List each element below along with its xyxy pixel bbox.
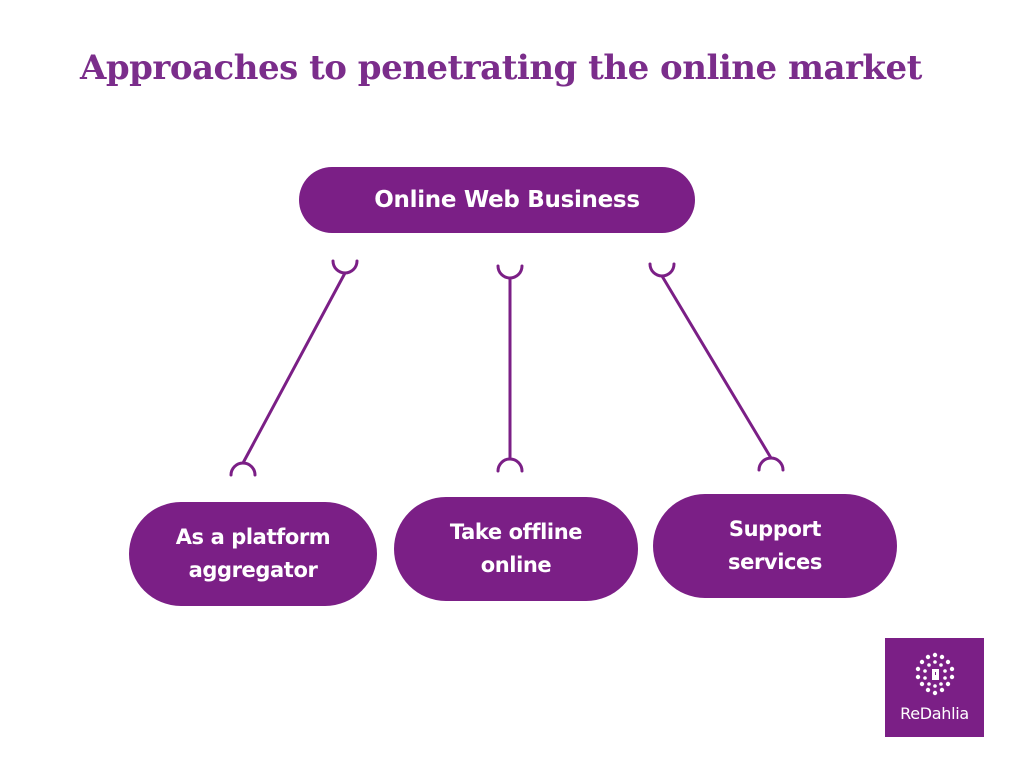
child-node-label-line: aggregator [188,558,318,582]
root-node-online-web-business: Online Web Business [299,167,695,233]
child-node-support-services: Support services [653,494,897,598]
child-node-label: Take offline online [449,516,583,582]
root-node-label: Online Web Business [374,187,640,213]
connector-right [648,262,785,472]
child-node-platform-aggregator: As a platform aggregator [129,502,377,606]
child-node-take-offline-online: Take offline online [394,497,638,601]
connector-left [229,259,359,477]
child-node-label: Support services [728,513,822,579]
child-node-label: As a platform aggregator [176,521,331,587]
child-node-label-line: Take offline [449,520,583,544]
logo-text: ReDahlia [900,704,969,723]
child-node-label-line: Support [728,517,822,541]
page-title: Approaches to penetrating the online mar… [80,48,922,88]
child-node-label-line: services [728,550,822,574]
connector-center [496,264,524,473]
redahlia-logo: ReDahlia [885,638,984,737]
child-node-label-line: online [480,553,552,577]
dahlia-flower-icon [915,652,955,696]
child-node-label-line: As a platform [175,525,331,549]
